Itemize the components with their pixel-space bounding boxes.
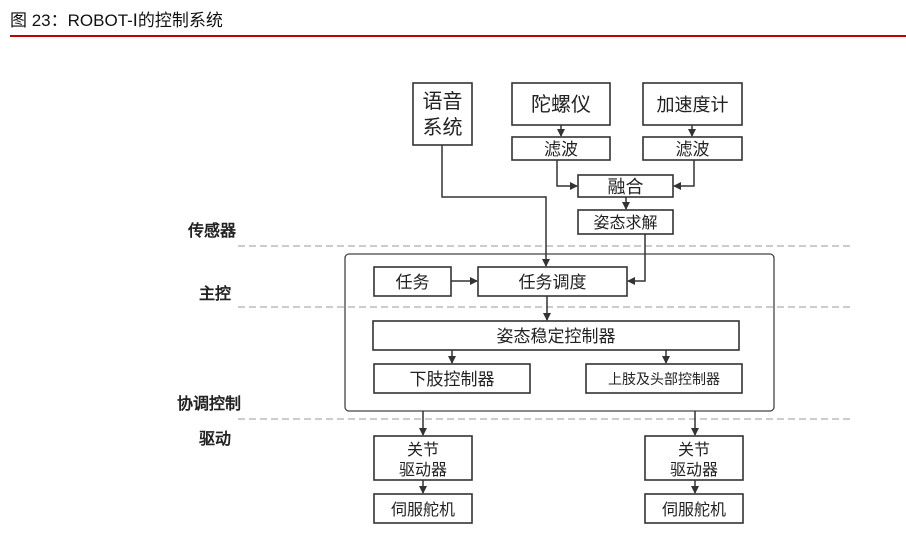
edge-voice-to-schedule — [441, 145, 550, 267]
edge-filter-accel-to-fusion — [673, 160, 695, 190]
servo-left-label: 伺服舵机 — [391, 500, 455, 519]
filter-gyro-label: 滤波 — [544, 140, 578, 160]
node-servo-right: 伺服舵机 — [644, 493, 744, 524]
voice-label-line1: 语音 — [423, 89, 463, 113]
node-filter-gyro: 滤波 — [511, 136, 611, 161]
layer-label-sensor: 传感器 — [187, 221, 237, 240]
node-accelerometer: 加速度计 — [642, 82, 743, 126]
gyroscope-label: 陀螺仪 — [531, 92, 591, 116]
attitude-solve-label: 姿态求解 — [593, 213, 657, 232]
joint-driver-left-line1: 关节 — [407, 440, 439, 459]
node-attitude-stabilizer: 姿态稳定控制器 — [372, 320, 740, 351]
servo-right-label: 伺服舵机 — [662, 500, 726, 519]
task-label: 任务 — [396, 273, 430, 293]
accelerometer-label: 加速度计 — [657, 95, 729, 116]
node-attitude-solve: 姿态求解 — [577, 209, 674, 235]
figure-title: 图 23：ROBOT-Ⅰ的控制系统 — [10, 11, 223, 30]
fusion-label: 融合 — [608, 177, 644, 198]
attitude-stabilizer-label: 姿态稳定控制器 — [497, 327, 616, 347]
node-joint-driver-left: 关节 驱动器 — [373, 435, 473, 481]
layer-label-main-control: 主控 — [199, 284, 231, 303]
node-voice-system: 语音 系统 — [412, 82, 473, 146]
task-schedule-label: 任务调度 — [519, 273, 587, 293]
filter-accel-label: 滤波 — [676, 140, 710, 160]
edge-attitude-to-schedule — [627, 234, 646, 285]
node-upper-limb-head-controller: 上肢及头部控制器 — [585, 363, 743, 394]
title-underline — [10, 35, 906, 37]
node-lower-limb-controller: 下肢控制器 — [373, 363, 531, 394]
node-fusion: 融合 — [577, 174, 674, 198]
layer-label-drive: 驱动 — [199, 429, 231, 448]
node-gyroscope: 陀螺仪 — [511, 82, 611, 126]
joint-driver-left-line2: 驱动器 — [399, 460, 447, 479]
edge-filter-gyro-to-fusion — [556, 160, 578, 190]
voice-label-line2: 系统 — [423, 115, 463, 139]
control-block-frame — [344, 253, 775, 412]
node-joint-driver-right: 关节 驱动器 — [644, 435, 744, 481]
joint-driver-right-line2: 驱动器 — [670, 460, 718, 479]
node-filter-accel: 滤波 — [642, 136, 743, 161]
node-task: 任务 — [373, 266, 452, 297]
node-task-schedule: 任务调度 — [477, 266, 628, 297]
joint-driver-right-line1: 关节 — [678, 440, 710, 459]
layer-label-coordination: 协调控制 — [177, 394, 241, 413]
lower-limb-controller-label: 下肢控制器 — [410, 370, 495, 390]
node-servo-left: 伺服舵机 — [373, 493, 473, 524]
upper-limb-head-controller-label: 上肢及头部控制器 — [608, 372, 720, 388]
